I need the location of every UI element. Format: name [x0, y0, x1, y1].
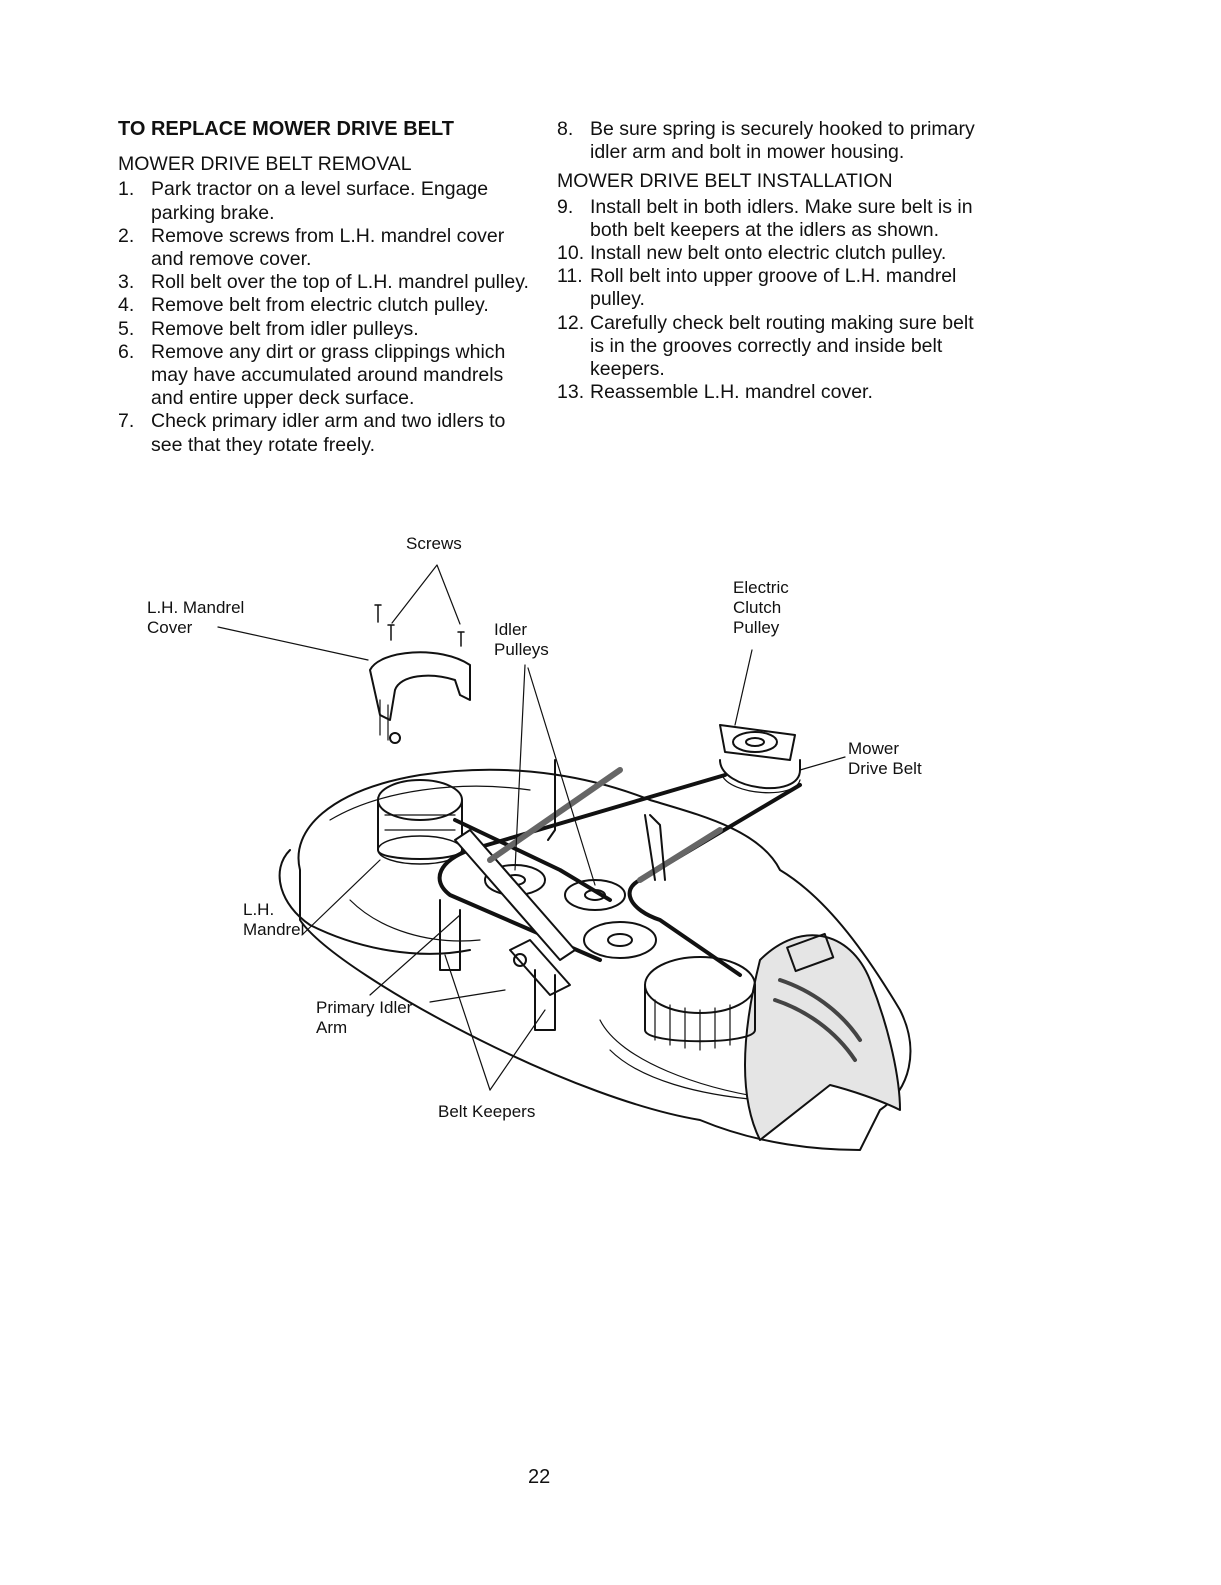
step-number: 12.: [557, 311, 585, 334]
step-text: Roll belt into upper groove of L.H. mand…: [590, 265, 957, 311]
removal-steps: 1. Park tractor on a level surface. Engag…: [118, 178, 538, 456]
screws: [374, 604, 465, 647]
step-number: 8.: [557, 118, 574, 140]
step-item: 7. Check primary idler arm and two idlers…: [118, 410, 538, 456]
step-item: 4. Remove belt from electric clutch pulle…: [118, 294, 538, 317]
section-heading: TO REPLACE MOWER DRIVE BELT: [118, 118, 454, 140]
step-item: 1. Park tractor on a level surface. Engag…: [118, 178, 538, 224]
left-column: TO REPLACE MOWER DRIVE BELT MOWER DRIVE …: [118, 118, 538, 457]
mower-deck-figure: Screws L.H. Mandrel Cover Idler Pulleys …: [0, 520, 1221, 1160]
label-mower-drive-belt: Mower Drive Belt: [848, 739, 922, 778]
step-text: Roll belt over the top of L.H. mandrel p…: [151, 271, 529, 294]
step-item: 9. Install belt in both idlers. Make sure…: [557, 196, 977, 242]
step-item: 2. Remove screws from L.H. mandrel cover …: [118, 225, 538, 271]
label-idler-pulleys: Idler Pulleys: [494, 620, 549, 659]
right-mandrel-housing: [644, 956, 756, 1051]
leader-lines: [217, 564, 846, 1091]
label-primary-idler-arm: Primary Idler Arm: [316, 998, 413, 1037]
step-number: 2.: [118, 224, 135, 247]
page-number: 22: [528, 1466, 551, 1488]
step-number: 4.: [118, 294, 135, 317]
step-number: 10.: [557, 242, 585, 265]
step-item: 12.Carefully check belt routing making s…: [557, 312, 977, 382]
step-item: 6. Remove any dirt or grass clippings whi…: [118, 341, 538, 411]
step-text: Check primary idler arm and two idlers t…: [151, 410, 506, 456]
step-number: 7.: [118, 410, 135, 433]
label-lh-mandrel-cover: L.H. Mandrel Cover: [147, 598, 245, 637]
step-item: 11. Roll belt into upper groove of L.H. m…: [557, 265, 977, 311]
step-text: Be sure spring is securely hooked to pri…: [590, 118, 975, 164]
removal-steps-continued: 8. Be sure spring is securely hooked to p…: [557, 118, 977, 164]
step-number: 13.: [557, 381, 585, 404]
lh-mandrel-cover: [369, 651, 471, 744]
deck-outline: [297, 768, 912, 1151]
step-number: 6.: [118, 340, 135, 363]
step-number: 1.: [118, 178, 135, 201]
step-item: 5. Remove belt from idler pulleys.: [118, 318, 538, 341]
removal-subheading: MOWER DRIVE BELT REMOVAL: [118, 153, 412, 176]
center-mandrel-pulley: [583, 921, 657, 959]
installation-subheading: MOWER DRIVE BELT INSTALLATION: [557, 170, 893, 193]
right-column: 8. Be sure spring is securely hooked to p…: [557, 118, 977, 404]
step-text: Install belt in both idlers. Make sure b…: [590, 195, 973, 241]
electric-clutch-pulley: [719, 724, 801, 794]
step-text: Remove screws from L.H. mandrel cover an…: [151, 224, 505, 271]
step-number: 3.: [118, 271, 135, 294]
step-number: 9.: [557, 195, 574, 218]
deck-left-lobe: [278, 849, 471, 955]
step-item: 10.Install new belt onto electric clutch…: [557, 242, 977, 265]
mower-deck-illustration: [217, 564, 912, 1151]
step-text: Reassemble L.H. mandrel cover.: [590, 381, 873, 404]
step-text: Park tractor on a level surface. Engage …: [151, 178, 489, 224]
step-number: 5.: [118, 317, 135, 340]
label-screws: Screws: [406, 534, 462, 553]
step-number: 11.: [557, 265, 583, 288]
step-text: Carefully check belt routing making sure…: [590, 311, 974, 381]
step-item: 8. Be sure spring is securely hooked to p…: [557, 118, 977, 164]
label-lh-mandrel: L.H. Mandrel: [243, 900, 305, 939]
step-item: 3. Roll belt over the top of L.H. mandrel…: [118, 271, 538, 294]
discharge-chute: [744, 934, 901, 1141]
label-electric-clutch-pulley: Electric Clutch Pulley: [733, 578, 789, 637]
deck-rim: [329, 785, 531, 821]
step-text: Remove any dirt or grass clippings which…: [151, 340, 506, 410]
step-text: Remove belt from electric clutch pulley.: [151, 294, 489, 317]
primary-idler-arm: [454, 829, 576, 996]
step-text: Install new belt onto electric clutch pu…: [590, 242, 947, 265]
installation-steps: 9. Install belt in both idlers. Make sure…: [557, 196, 977, 405]
belt-keeper-right: [534, 969, 556, 1031]
step-item: 13.Reassemble L.H. mandrel cover.: [557, 381, 977, 404]
label-belt-keepers: Belt Keepers: [438, 1102, 536, 1121]
belt-keeper-left: [439, 899, 461, 971]
lh-mandrel-pulley: [377, 779, 463, 865]
step-text: Remove belt from idler pulleys.: [151, 317, 419, 340]
